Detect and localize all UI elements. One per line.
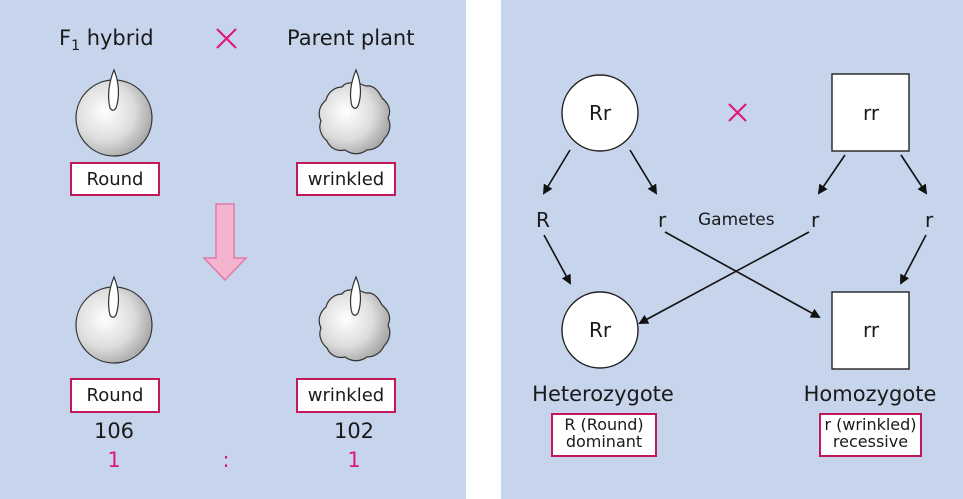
heterozygote-description-line2: dominant: [565, 432, 643, 451]
gamete-r: r: [811, 208, 820, 232]
parent-rr-hom-label: rr: [862, 101, 880, 125]
round-label: Round: [70, 162, 160, 196]
parent-rr-het-label: Rr: [588, 101, 612, 125]
arrow: [817, 154, 846, 195]
ratio-right: 1: [347, 448, 361, 472]
heterozygote-title: Heterozygote: [532, 382, 674, 406]
homozygote-description: r (wrinkled) recessive: [819, 413, 922, 457]
homozygous-offspring-square: [831, 291, 910, 370]
offspring-rr-hom-label: rr: [862, 318, 880, 342]
round-seed-icon: [75, 275, 153, 364]
gamete-R: R: [536, 208, 550, 232]
homozygote-description-line1: r (wrinkled): [824, 415, 917, 434]
heterozygous-parent-circle: [561, 74, 639, 152]
parent-plant-title: Parent plant: [287, 26, 415, 50]
heterozygote-description: R (Round) dominant: [551, 413, 657, 457]
f1-hybrid-title: F1 hybrid: [59, 26, 154, 54]
gamete-r: r: [925, 208, 934, 232]
homozygote-title: Homozygote: [803, 382, 937, 406]
arrow: [664, 231, 821, 318]
offspring-rr-het-label: Rr: [588, 318, 612, 342]
wrinkled-label: wrinkled: [296, 162, 396, 196]
round-seed-icon: [75, 68, 153, 157]
right-graphics: [542, 73, 928, 370]
round-count: 106: [93, 419, 135, 443]
gamete-r: r: [658, 208, 667, 232]
round-label: Round: [70, 378, 160, 413]
wrinkled-seed-icon: [318, 275, 391, 362]
down-arrow-icon: [202, 203, 248, 282]
arrow: [629, 149, 658, 195]
arrow: [900, 154, 928, 195]
cross-icon: [216, 28, 237, 49]
heterozygote-description-line1: R (Round): [564, 415, 644, 434]
arrow: [542, 149, 571, 195]
homozygous-parent-square: [831, 73, 910, 152]
homozygote-description-line2: recessive: [832, 432, 909, 451]
arrow: [543, 234, 571, 285]
wrinkled-seed-icon: [318, 68, 391, 155]
arrow: [638, 231, 810, 324]
ratio-left: 1: [107, 448, 121, 472]
left-panel: F1 hybrid Parent plant Round wrinkled Ro…: [0, 0, 466, 499]
right-panel: Rr rr Rr rr R r Gametes r r Heterozygote…: [501, 0, 963, 499]
ratio-separator: :: [222, 448, 230, 472]
left-graphics: [75, 28, 391, 364]
heterozygous-offspring-circle: [561, 291, 639, 369]
cross-icon: [728, 103, 747, 122]
wrinkled-label: wrinkled: [296, 378, 396, 413]
arrow: [900, 234, 927, 285]
gametes-label: Gametes: [698, 210, 775, 230]
wrinkled-count: 102: [333, 419, 375, 443]
